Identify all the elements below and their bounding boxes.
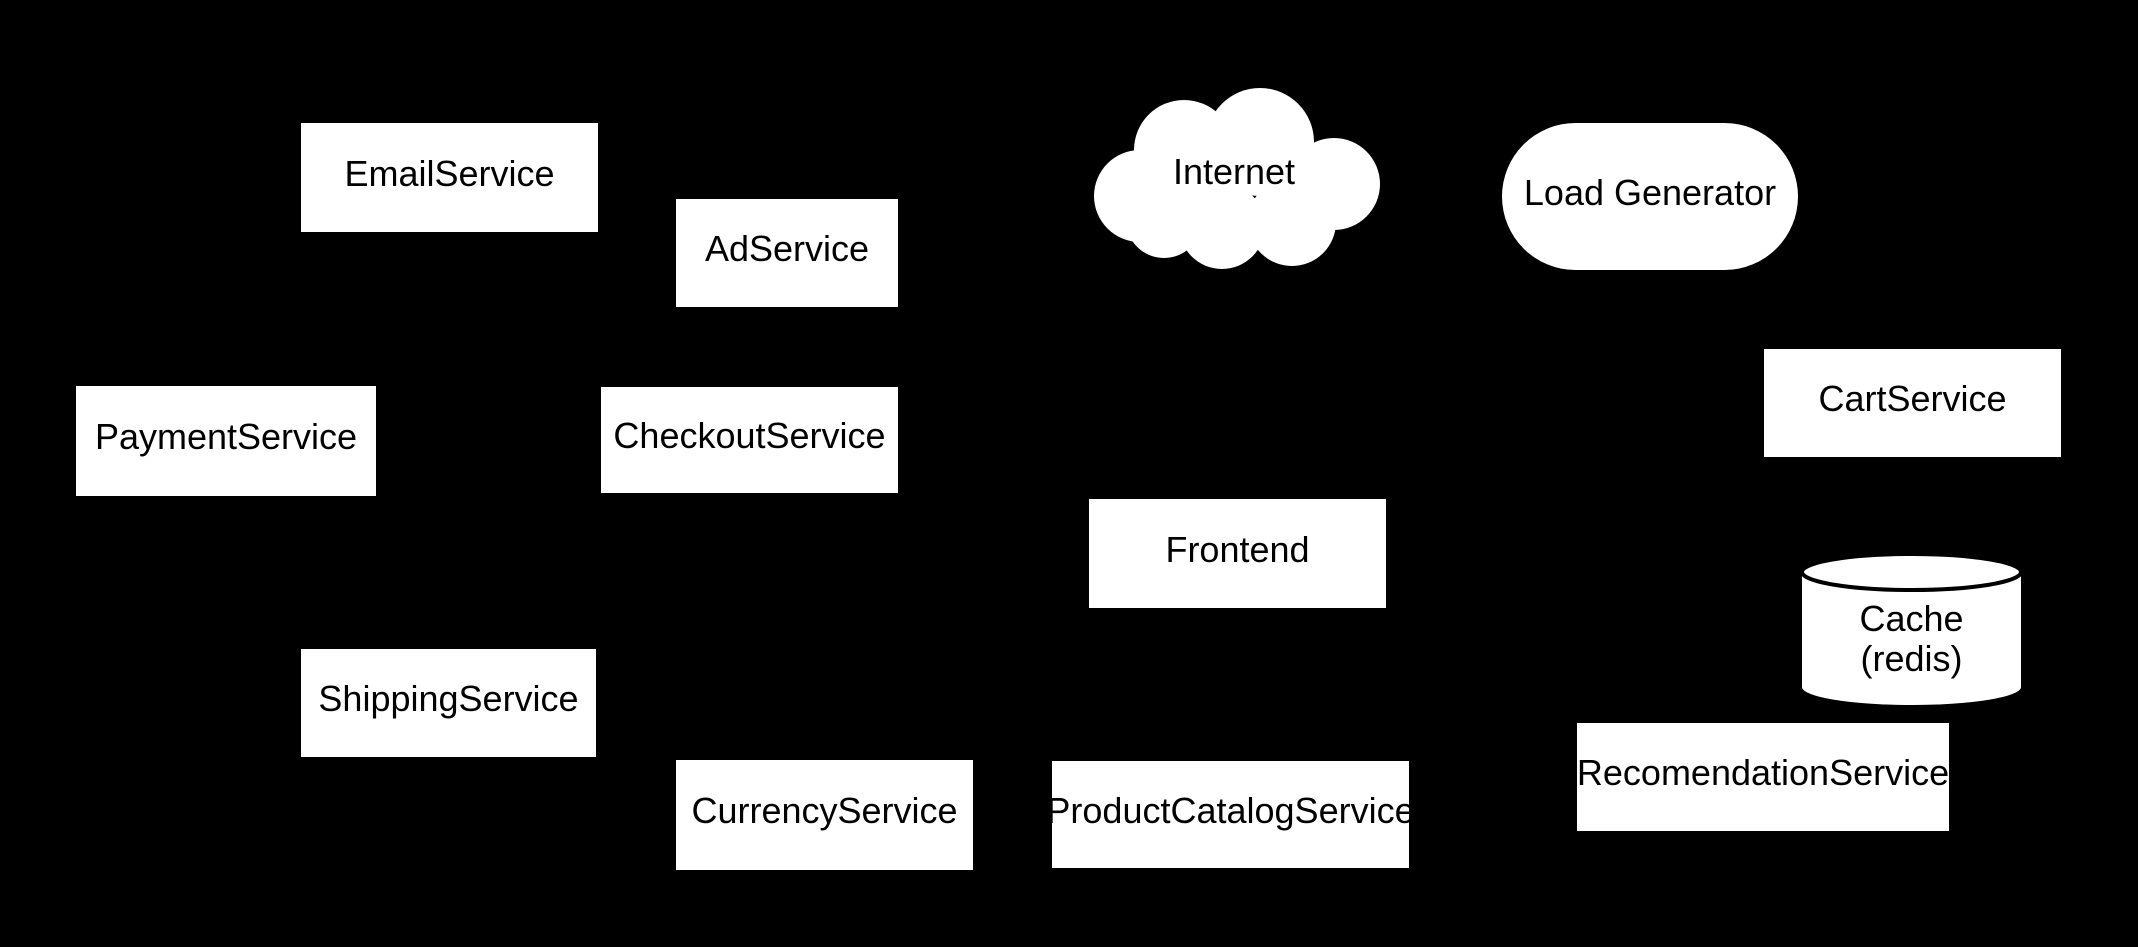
node-label: Frontend (1165, 528, 1310, 570)
node-email-service: EmailService (301, 123, 598, 232)
node-load-generator: Load Generator (1502, 123, 1798, 270)
node-label: CurrencyService (691, 790, 958, 831)
node-label: Cache (redis) (1800, 590, 2023, 687)
node-recommendation-service: RecomendationService (1577, 723, 1949, 831)
node-label: EmailService (344, 152, 555, 194)
node-frontend: Frontend (1089, 499, 1386, 608)
node-label: Internet (1172, 151, 1296, 192)
node-currency-service: CurrencyService (676, 760, 973, 870)
node-cart-service: CartService (1764, 349, 2061, 457)
node-label: ProductCatalogService (1046, 789, 1415, 831)
node-internet-cloud: Internet (1088, 88, 1380, 270)
node-label: RecomendationService (1576, 752, 1950, 793)
node-label: CartService (1818, 378, 2007, 419)
node-shipping-service: ShippingService (301, 649, 596, 757)
node-ad-service: AdService (676, 199, 898, 307)
cache-label-line2: (redis) (1860, 637, 1963, 679)
cache-label-line1: Cache (1859, 597, 1964, 639)
node-label: ShippingService (318, 678, 579, 719)
node-cache-redis: Cache (redis) (1800, 552, 2023, 707)
node-label: PaymentService (94, 416, 358, 457)
cloud-icon (1094, 88, 1380, 269)
node-product-catalog-service: ProductCatalogService (1046, 761, 1415, 868)
node-label: AdService (704, 228, 870, 269)
node-label: CheckoutService (613, 415, 886, 456)
node-label: Load Generator (1523, 171, 1777, 213)
database-cylinder-icon (1800, 552, 2023, 705)
node-payment-service: PaymentService (76, 386, 376, 496)
node-checkout-service: CheckoutService (601, 387, 898, 493)
